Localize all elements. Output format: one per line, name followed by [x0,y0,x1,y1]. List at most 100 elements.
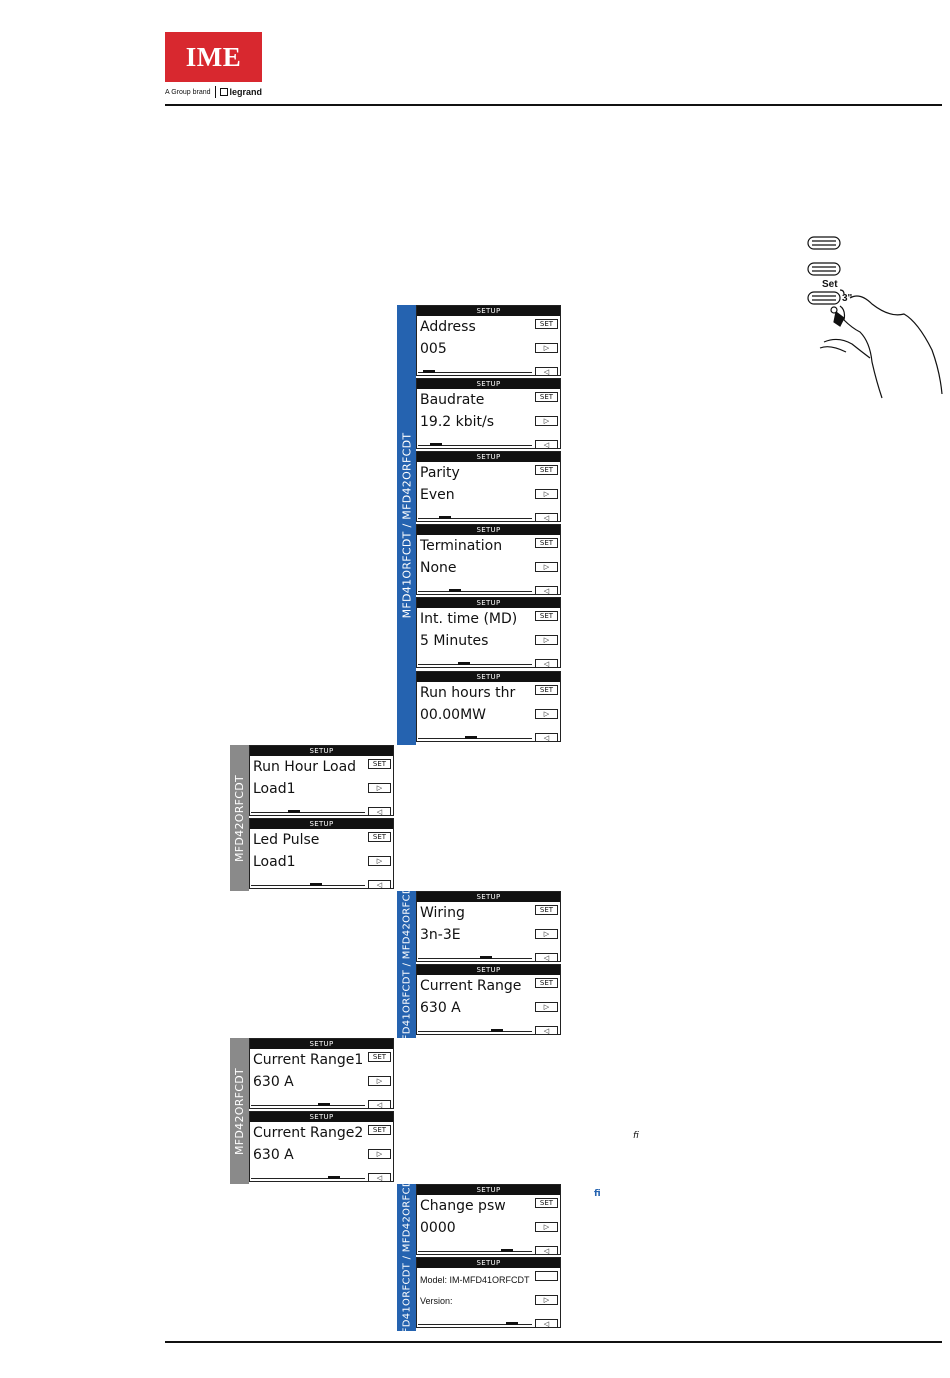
prev-button[interactable]: ◁ [368,1100,391,1108]
screen-header: SETUP [250,819,393,829]
screen-header: SETUP [417,598,560,608]
screen-line2: 19.2 kbit/s [420,414,495,430]
prev-button[interactable]: ◁ [535,513,558,521]
progress-track [418,445,532,446]
set-button[interactable]: SET [368,1125,391,1135]
next-button[interactable]: ▷ [535,635,558,645]
screen-line1: Address [420,319,476,335]
screen-header: SETUP [417,965,560,975]
progress-thumb [438,516,451,519]
header-rule [165,104,942,106]
brand-line: A Group brand legrand [165,86,262,98]
progress-thumb [490,1029,503,1032]
progress-track [251,1105,365,1106]
version-line: Version: [420,1296,453,1306]
model-band-5: MFD41ORFCDT / MFD42ORFCDT [397,1173,416,1342]
screen-header: SETUP [417,452,560,462]
set-button[interactable]: SET [535,319,558,329]
next-button[interactable]: ▷ [535,562,558,572]
model-band-1: MFD41ORFCDT / MFD42ORFCDT [397,305,416,745]
legrand-logo: legrand [219,87,263,97]
next-button[interactable]: ▷ [535,416,558,426]
next-button[interactable]: ▷ [535,489,558,499]
progress-track [251,812,365,813]
setup-screen-current-range: SETUP Current Range 630 A SET ▷ ◁ [416,964,561,1035]
prev-button[interactable]: ◁ [535,367,558,375]
set-button[interactable]: SET [535,611,558,621]
prev-button[interactable]: ◁ [535,440,558,448]
screen-line2: Load1 [253,781,296,797]
progress-thumb [457,662,470,665]
progress-thumb [310,883,323,886]
next-button[interactable]: ▷ [535,1222,558,1232]
model-band-3: MFD41ORFCDT / MFD42ORFCDT [397,880,416,1049]
next-button[interactable]: ▷ [535,709,558,719]
prev-button[interactable]: ◁ [535,953,558,961]
progress-track [418,591,532,592]
progress-thumb [449,589,462,592]
set-label: Set [822,279,838,290]
prev-button[interactable]: ◁ [368,807,391,815]
screen-header: SETUP [417,525,560,535]
next-button[interactable]: ▷ [368,783,391,793]
ligature-mark: fi [633,1131,639,1141]
next-button[interactable]: ▷ [368,1076,391,1086]
setup-screen-led-pulse: SETUP Led Pulse Load1 SET ▷ ◁ [249,818,394,889]
setup-screen-wiring: SETUP Wiring 3n-3E SET ▷ ◁ [416,891,561,962]
set-button[interactable]: SET [535,392,558,402]
prev-button[interactable]: ◁ [368,880,391,888]
progress-track [251,1178,365,1179]
set-button[interactable]: SET [368,1052,391,1062]
next-button[interactable]: ▷ [368,856,391,866]
screen-header: SETUP [417,1258,560,1268]
prev-button[interactable]: ◁ [535,733,558,741]
prev-button[interactable]: ◁ [535,1246,558,1254]
screen-line1: Run hours thr [420,685,516,701]
model-band-2: MFD42ORFCDT [230,745,249,891]
progress-thumb [288,810,301,813]
set-button[interactable]: SET [535,538,558,548]
setup-screen-run-hour-load: SETUP Run Hour Load Load1 SET ▷ ◁ [249,745,394,816]
screen-line2: None [420,560,457,576]
setup-screen-baudrate: SETUP Baudrate 19.2 kbit/s SET ▷ ◁ [416,378,561,449]
progress-track [418,1031,532,1032]
setup-screen-model-version: SETUP Model: IM-MFD41ORFCDT Version: ▷ ◁ [416,1257,561,1328]
blank-button[interactable] [535,1271,558,1281]
next-button[interactable]: ▷ [535,1002,558,1012]
next-button[interactable]: ▷ [535,929,558,939]
prev-button[interactable]: ◁ [535,1026,558,1034]
model-line: Model: IM-MFD41ORFCDT [420,1275,530,1285]
set-button[interactable]: SET [535,685,558,695]
screen-line1: Current Range2 [253,1125,364,1141]
screen-line1: Current Range [420,978,522,994]
set-button[interactable]: SET [535,465,558,475]
progress-track [418,1251,532,1252]
band-label-1: MFD41ORFCDT / MFD42ORFCDT [400,432,413,618]
setup-screen-int-time: SETUP Int. time (MD) 5 Minutes SET ▷ ◁ [416,597,561,668]
prev-button[interactable]: ◁ [535,659,558,667]
next-button[interactable]: ▷ [535,1295,558,1305]
screen-line1: Led Pulse [253,832,320,848]
set-button[interactable]: SET [368,759,391,769]
setup-screen-current-range1: SETUP Current Range1 630 A SET ▷ ◁ [249,1038,394,1109]
screen-line2: 630 A [420,1000,461,1016]
progress-thumb [501,1249,514,1252]
progress-thumb [506,1322,519,1325]
legrand-text: legrand [229,87,263,97]
screen-header: SETUP [417,1185,560,1195]
screen-line1: Int. time (MD) [420,611,518,627]
next-button[interactable]: ▷ [535,343,558,353]
screen-line2: 0000 [420,1220,456,1236]
set-button[interactable]: SET [368,832,391,842]
set-button[interactable]: SET [535,978,558,988]
prev-button[interactable]: ◁ [368,1173,391,1181]
prev-button[interactable]: ◁ [535,586,558,594]
prev-button[interactable]: ◁ [535,1319,558,1327]
progress-track [418,1324,532,1325]
set-button[interactable]: SET [535,1198,558,1208]
set-button[interactable]: SET [535,905,558,915]
next-button[interactable]: ▷ [368,1149,391,1159]
screen-line2: 005 [420,341,447,357]
band-label-4: MFD42ORFCDT [233,1067,246,1155]
progress-track [251,885,365,886]
